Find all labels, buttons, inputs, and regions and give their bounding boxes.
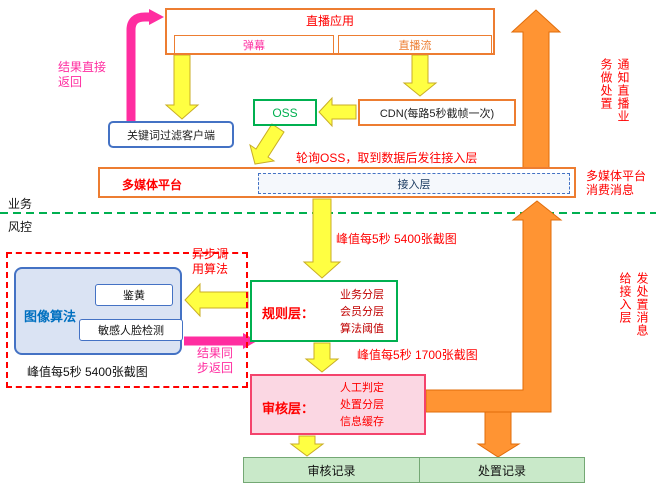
zone-label-business: 业务 [8,197,33,211]
live-app-box: 直播应用 弹幕 直播流 [165,8,495,55]
arrow-cdn-to-oss [318,96,357,128]
arrow-platform-to-rule [302,198,342,279]
rule-layer-box: 规则层： 业务分层 会员分层 算法阈值 [250,280,398,342]
rule-layer-title: 规则层： [262,306,315,321]
arrow-result-return-head [149,9,164,25]
keyword-filter-box: 关键词过滤客户端 [108,121,234,148]
review-layer-items: 人工判定 处置分层 信息缓存 [340,382,384,428]
arrow-result-return-line [126,12,149,121]
arrow-danmaku-to-filter [164,54,200,120]
porn-detect-box: 鉴黄 [95,284,173,306]
oss-box: OSS [253,99,317,126]
zone-label-risk: 风控 [8,220,33,234]
live-app-title: 直播应用 [305,14,354,28]
algorithm-group-dashed-box [6,252,248,388]
multimedia-platform-box: 多媒体平台 接入层 [98,167,576,198]
peak-5400-top-note: 峰值每5秒 5400张截图 [336,232,457,246]
poll-oss-note: 轮询OSS，取到数据后发往接入层 [296,151,478,165]
image-algorithm-label: 图像算法 [24,309,77,324]
image-algorithm-box: 图像算法 鉴黄 敏感人脸检测 [14,267,183,355]
notify-live-app-note: 通知直播业 务做处置 [599,58,630,123]
cdn-box: CDN(每路5秒截帧一次) [358,99,516,126]
rule-layer-items: 业务分层 会员分层 算法阈值 [340,289,384,335]
dispose-record-box: 处置记录 [419,457,585,483]
danmaku-box: 弹幕 [174,35,334,55]
face-detect-box: 敏感人脸检测 [79,319,183,341]
review-layer-box: 审核层： 人工判定 处置分层 信息缓存 [250,374,426,435]
platform-consume-note: 多媒体平台 消费消息 [586,169,647,197]
dispose-message-note: 发处置消息 给接入层 [618,272,649,337]
arrow-stream-to-cdn [402,54,438,97]
multimedia-platform-label: 多媒体平台 [122,178,183,192]
access-layer-box: 接入层 [258,173,570,194]
live-stream-box: 直播流 [338,35,492,55]
review-layer-title: 审核层： [262,401,315,416]
arrow-oss-to-platform [249,123,285,165]
sync-return-note: 结果同 步返回 [197,346,234,375]
arrow-rule-to-algo [184,282,249,318]
arrow-rule-to-review [304,342,340,373]
arrow-notify-live-app [510,9,562,169]
async-call-note: 异步调 用算法 [192,247,229,276]
peak-5400-algo-note: 峰值每5秒 5400张截图 [27,365,148,379]
arrow-review-to-record [289,435,325,457]
arrow-to-dispose-record [476,411,521,458]
result-direct-return-label: 结果直接 返回 [58,60,107,89]
peak-1700-note: 峰值每5秒 1700张截图 [357,348,478,362]
review-record-box: 审核记录 [243,457,420,483]
